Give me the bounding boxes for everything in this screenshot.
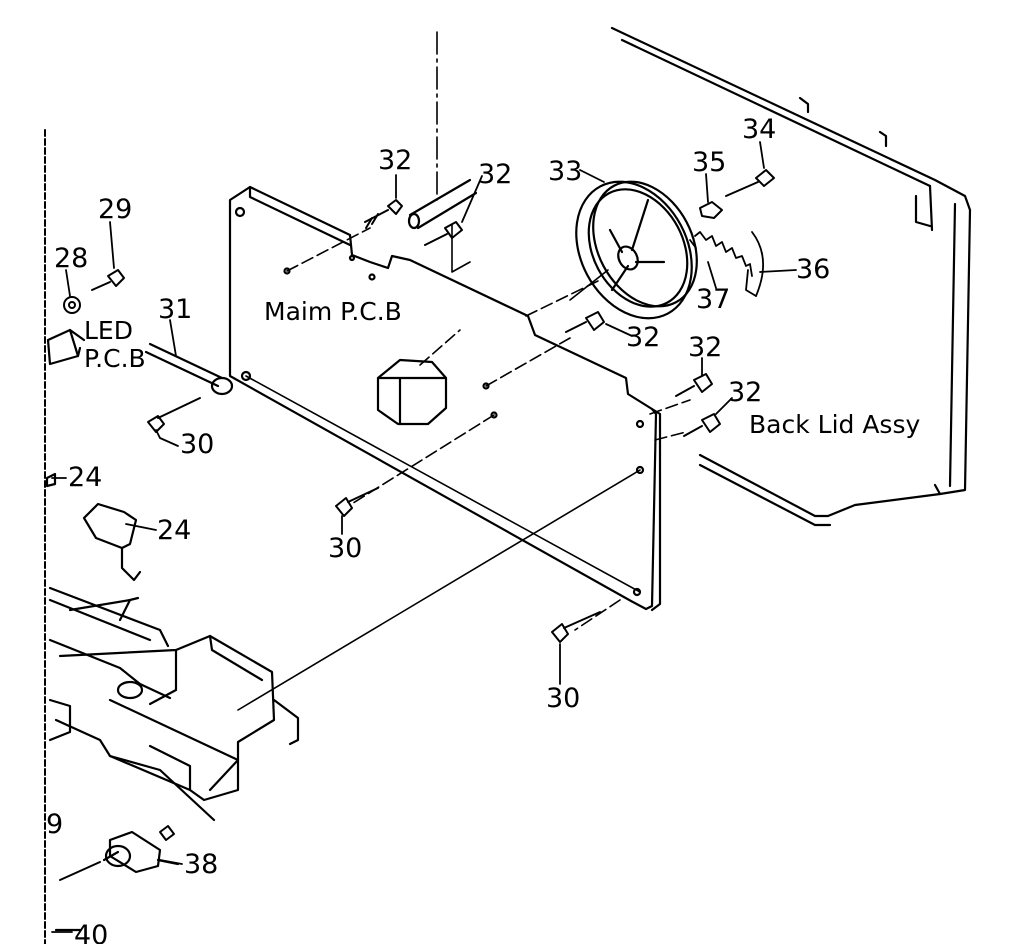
callout-28: 28	[54, 243, 89, 274]
bracket-38	[54, 830, 180, 932]
callout-29: 29	[98, 194, 133, 225]
callout-35: 35	[692, 147, 727, 178]
callout-32b: 32	[478, 159, 513, 190]
callout-31: 31	[158, 294, 193, 325]
led-rod	[144, 342, 234, 396]
callout-37: 37	[696, 284, 731, 315]
callout-34: 34	[742, 114, 777, 145]
callout-36: 36	[796, 254, 831, 285]
callout-33: 33	[548, 156, 583, 187]
callout-32e: 32	[728, 377, 763, 408]
callout-32a: 32	[378, 145, 413, 176]
callout-24a: 24	[68, 462, 103, 493]
callout-24b: 24	[157, 515, 192, 546]
callout-30b: 30	[328, 533, 363, 564]
chassis-frame	[48, 586, 300, 822]
callout-9: 9	[46, 809, 64, 840]
callout-40: 40	[74, 920, 109, 944]
back-lid-assy	[610, 26, 972, 527]
screws	[59, 169, 775, 881]
main-pcb-label: Maim P.C.B	[264, 297, 402, 326]
shaft	[407, 178, 478, 273]
back-lid-assy-label: Back Lid Assy	[749, 410, 921, 439]
callout-38: 38	[184, 849, 219, 880]
led-pcb-label-line2: P.C.B	[84, 344, 146, 373]
spring	[689, 231, 765, 297]
bracket-24	[45, 472, 142, 582]
led-pcb-label-line1: LED	[84, 316, 133, 345]
callout-32c: 32	[626, 322, 661, 353]
callout-30a: 30	[180, 429, 215, 460]
board-component	[376, 358, 448, 426]
callout-30c: 30	[546, 683, 581, 714]
led-pcb	[46, 328, 86, 366]
callout-32d: 32	[688, 332, 723, 363]
pulley-wheel	[569, 180, 698, 320]
